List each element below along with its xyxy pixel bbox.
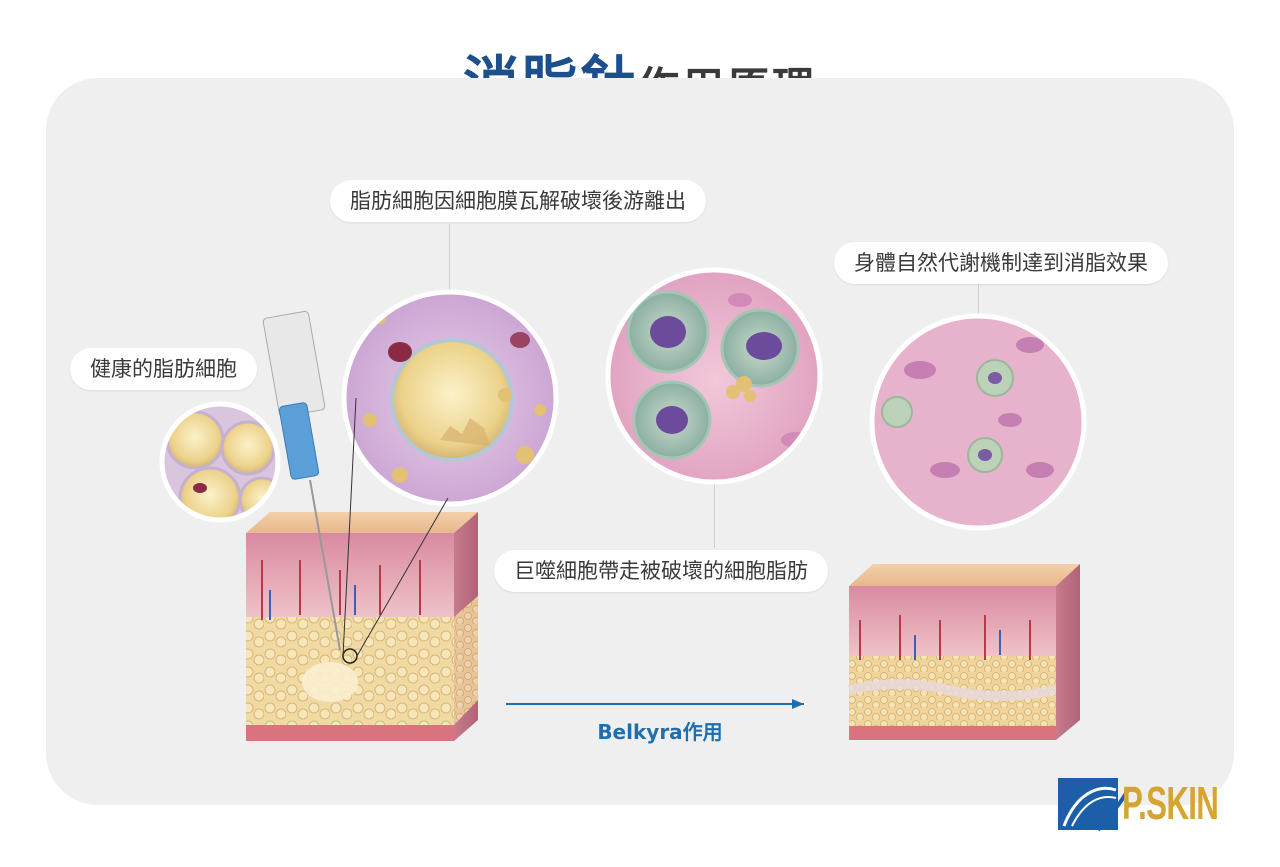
healthy-fat-cells-circle [162,404,278,520]
leader-line-metabolism [978,282,979,316]
skin-block-after [847,564,1080,740]
label-membrane-breakdown: 脂肪細胞因細胞膜瓦解破壞後游離出 [330,180,706,222]
leader-line-membrane [449,224,450,300]
label-macrophage: 巨噬細胞帶走被破壞的細胞脂肪 [494,550,828,592]
belkyra-label: Belkyra作用 [597,720,723,744]
label-healthy-fat-cells: 健康的脂肪細胞 [70,348,257,390]
pskin-logo [1058,778,1130,832]
metabolism-circle [872,316,1084,528]
logo-text: P.SKIN [1122,777,1219,829]
leader-line-macrophage [714,478,715,548]
skin-block-before [246,397,478,741]
macrophage-circle [608,270,820,482]
belkyra-arrow [506,699,804,709]
syringe [262,310,341,651]
membrane-breakdown-circle [344,292,556,504]
label-metabolism: 身體自然代謝機制達到消脂效果 [834,242,1168,284]
